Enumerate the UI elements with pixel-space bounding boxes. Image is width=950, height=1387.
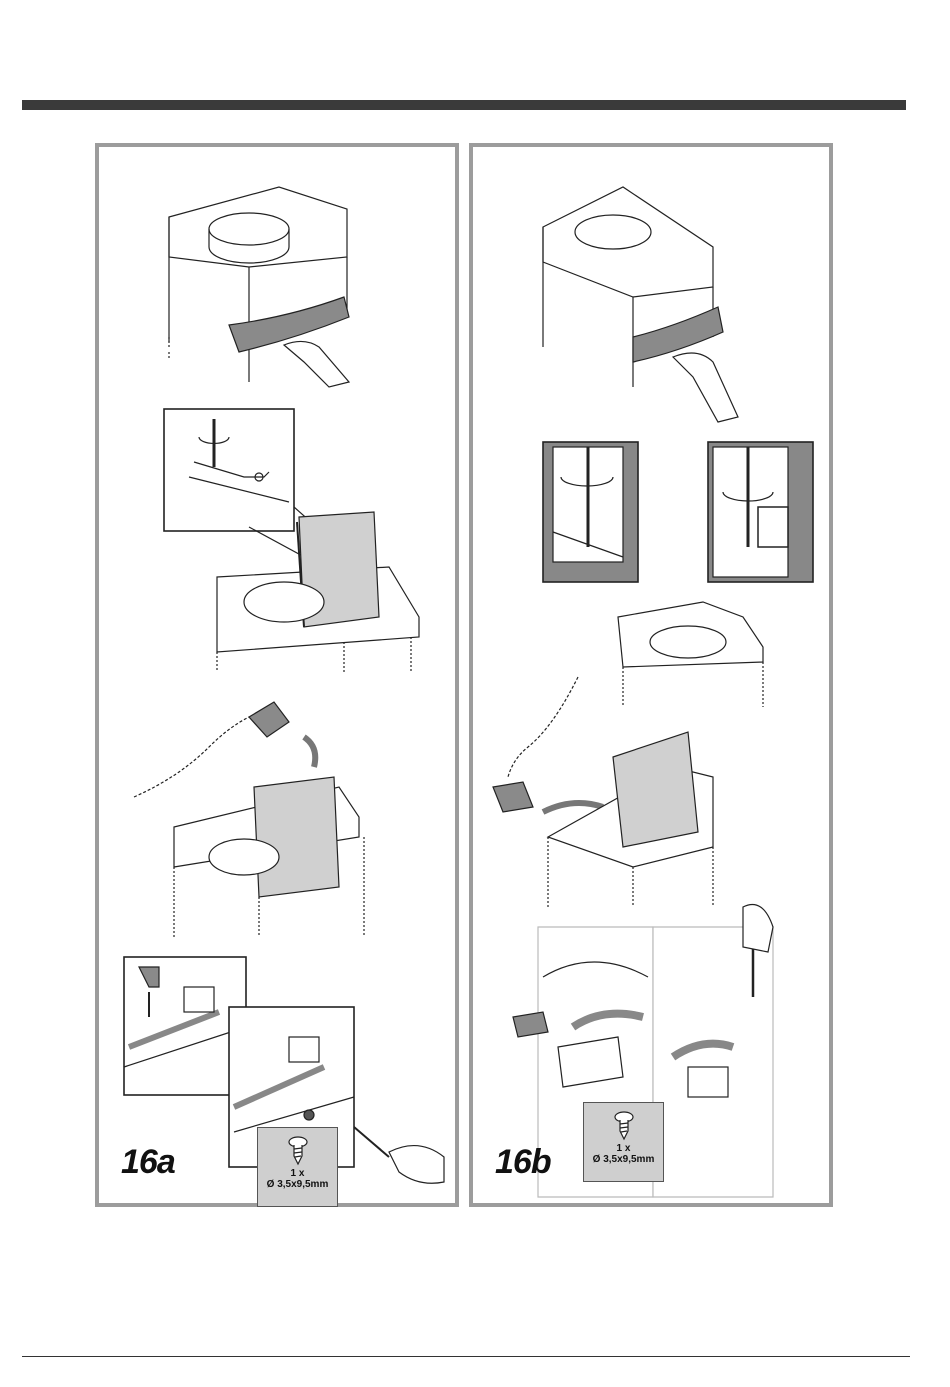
screw-spec-box-16a: 1 x Ø 3,5x9,5mm (257, 1127, 338, 1207)
screw-quantity: 1 x (258, 1168, 337, 1179)
hood-with-band-16a (169, 187, 349, 387)
screw-spec-box-16b: 1 x Ø 3,5x9,5mm (583, 1102, 664, 1182)
inset-left-16b (543, 442, 638, 582)
plug-insertion-16a (134, 702, 364, 937)
screw-size: Ø 3,5x9,5mm (258, 1179, 337, 1190)
header-rule (22, 100, 906, 110)
screw-icon (614, 1111, 634, 1141)
figure-16a-panel: 16a 1 x Ø 3,5x9,5mm (95, 143, 459, 1207)
figure-label-16a: 16a (121, 1143, 175, 1182)
terminal-inset-1-16a (124, 957, 246, 1095)
screw-icon (288, 1136, 308, 1166)
hood-body-16b (618, 602, 763, 707)
figure-16b-panel: 16b 1 x Ø 3,5x9,5mm (469, 143, 833, 1207)
plug-insertion-16b (493, 677, 713, 907)
screw-quantity: 1 x (584, 1143, 663, 1154)
hood-with-box-16a (217, 512, 419, 672)
screw-size: Ø 3,5x9,5mm (584, 1154, 663, 1165)
screwdriver-hand-16a (354, 1127, 444, 1183)
figure-16a-illustration (99, 147, 455, 1203)
footer-rule (22, 1356, 910, 1357)
hood-with-band-16b (543, 187, 738, 422)
figure-label-16b: 16b (495, 1143, 551, 1182)
inset-right-16b (708, 442, 813, 582)
figure-16b-illustration (473, 147, 829, 1203)
